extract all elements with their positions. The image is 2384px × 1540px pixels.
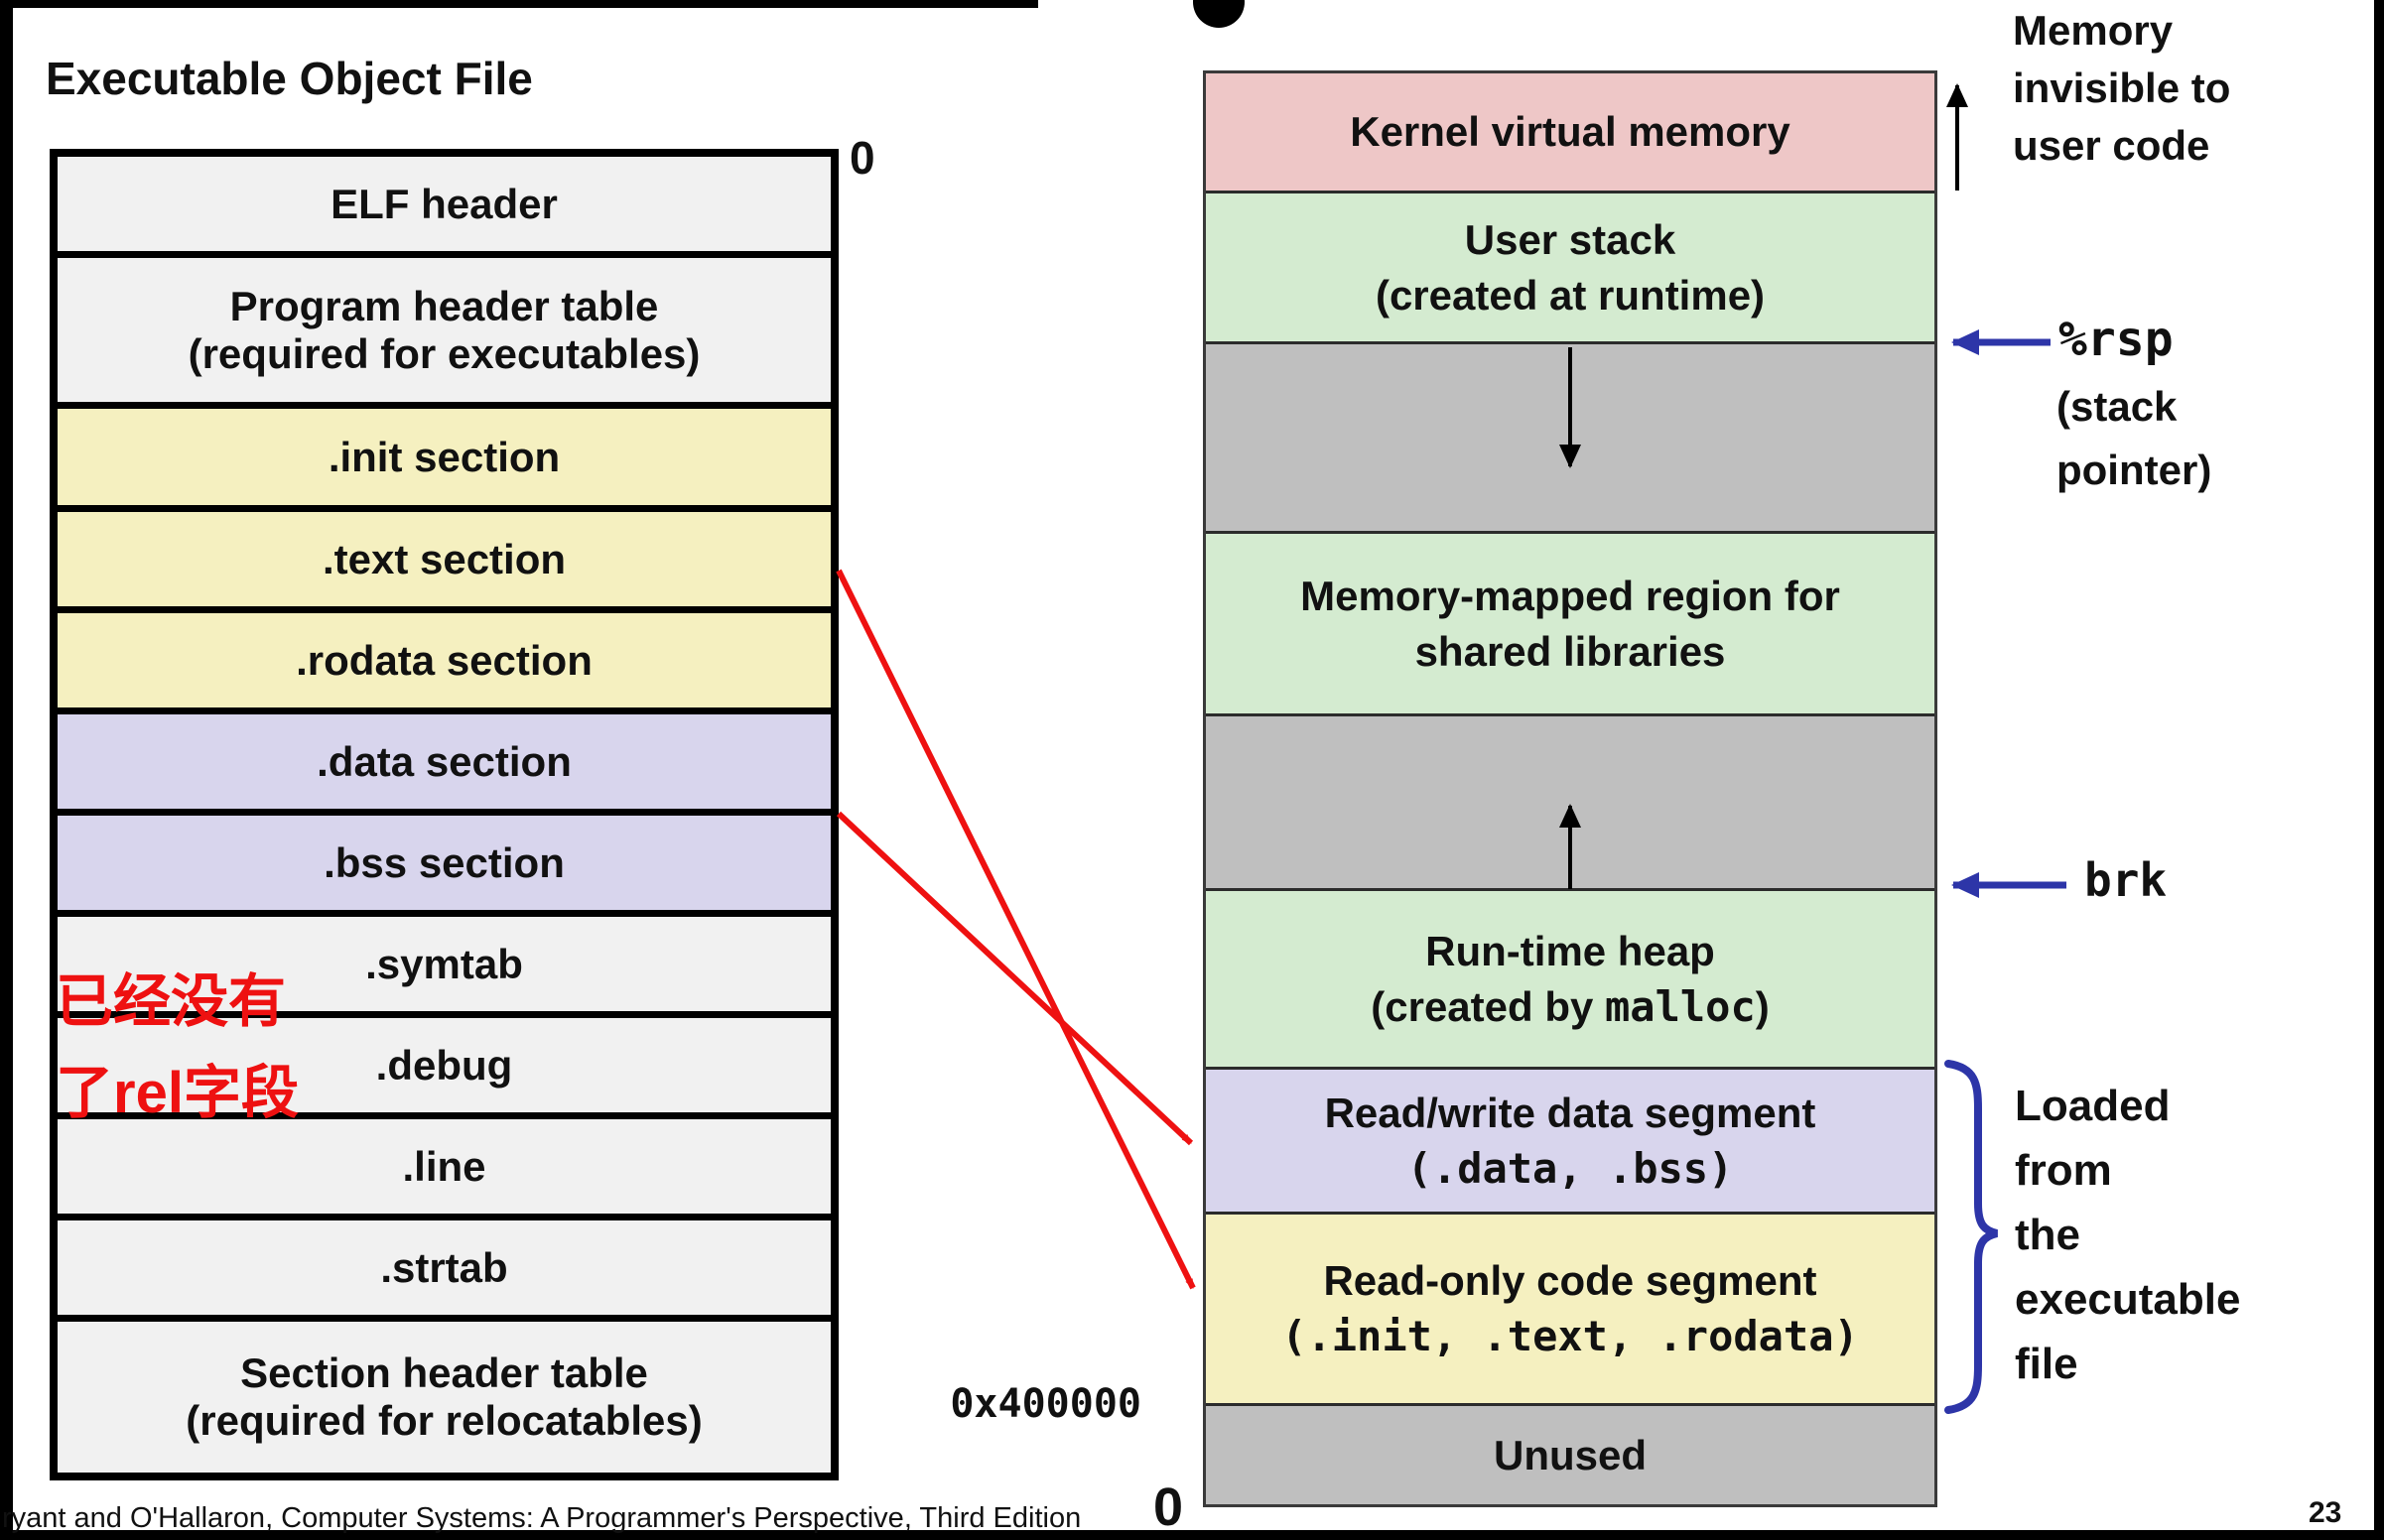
- section-bss: .bss section: [58, 809, 831, 910]
- region-user-stack: User stack (created at runtime): [1206, 191, 1934, 341]
- address-0x400000-label: 0x400000: [950, 1381, 1141, 1427]
- section-rodata: .rodata section: [58, 606, 831, 707]
- section-elf-header: ELF header: [58, 157, 831, 251]
- window-border-left: [0, 0, 13, 1540]
- window-border-bottom: [0, 1530, 2384, 1540]
- rsp-register-label: %rsp: [2058, 312, 2174, 367]
- section-label: .init section: [328, 433, 561, 480]
- section-label: .line: [402, 1142, 486, 1190]
- region-runtime-heap: Run-time heap (created by malloc): [1206, 888, 1934, 1067]
- region-label: Memory-mapped region for: [1300, 572, 1840, 619]
- section-init: .init section: [58, 402, 831, 505]
- section-label: .data section: [317, 737, 572, 785]
- section-label: .strtab: [380, 1243, 508, 1291]
- region-unallocated-stack-gap: [1206, 341, 1934, 531]
- section-strtab: .strtab: [58, 1214, 831, 1315]
- memory-invisible-line: user code: [2013, 122, 2210, 169]
- section-header-table: Section header table (required for reloc…: [58, 1315, 831, 1473]
- region-label: Run-time heap: [1425, 927, 1715, 974]
- region-label: Read/write data segment: [1324, 1089, 1816, 1136]
- heap-sub-suffix: ): [1755, 982, 1770, 1030]
- stack-pointer-note: (stack pointer): [2056, 375, 2211, 502]
- stack-pointer-note-line: pointer): [2056, 447, 2212, 493]
- object-file-box: ELF header Program header table (require…: [50, 149, 839, 1480]
- section-symtab: .symtab: [58, 910, 831, 1011]
- slide-page-number: 23: [2309, 1496, 2342, 1529]
- section-label: .symtab: [365, 940, 523, 987]
- section-program-header-table: Program header table (required for execu…: [58, 251, 831, 402]
- section-debug: .debug: [58, 1011, 831, 1112]
- chinese-note-line2: 了rel字段: [56, 1061, 299, 1125]
- object-file-offset-zero-label: 0: [850, 132, 875, 184]
- region-label: Kernel virtual memory: [1350, 108, 1790, 155]
- region-label: Unused: [1493, 1431, 1647, 1478]
- memory-invisible-line: invisible to: [2013, 64, 2231, 111]
- region-label: Read-only code segment: [1323, 1257, 1817, 1304]
- brk-pointer-label: brk: [2084, 853, 2168, 907]
- stack-pointer-note-line: (stack: [2056, 383, 2178, 430]
- object-file-title: Executable Object File: [46, 53, 533, 104]
- virtual-memory-box: Kernel virtual memory User stack (create…: [1203, 70, 1937, 1507]
- section-label: Program header table: [229, 282, 659, 329]
- section-label: .debug: [375, 1041, 513, 1089]
- window-border-right: [2374, 0, 2384, 1540]
- heap-sub-malloc: malloc: [1605, 981, 1756, 1031]
- loaded-segments-brace-icon: [1944, 1060, 1999, 1414]
- section-sublabel: (required for relocatables): [186, 1397, 703, 1444]
- region-unused: Unused: [1206, 1403, 1934, 1504]
- loaded-note-line: Loaded: [2015, 1082, 2171, 1130]
- region-sublabel: (created by malloc): [1371, 979, 1769, 1035]
- region-ro-code-segment: Read-only code segment (.init, .text, .r…: [1206, 1212, 1934, 1403]
- loaded-from-executable-note: Loaded from the executable file: [2015, 1074, 2240, 1396]
- window-border-top: [0, 0, 1038, 8]
- loaded-note-line: from: [2015, 1146, 2112, 1195]
- region-rw-data-segment: Read/write data segment (.data, .bss): [1206, 1067, 1934, 1212]
- region-sublabel: (.data, .bss): [1406, 1143, 1734, 1193]
- section-sublabel: (required for executables): [188, 329, 701, 377]
- section-label: .rodata section: [296, 636, 593, 684]
- section-label: Section header table: [240, 1349, 648, 1396]
- memory-invisible-line: Memory: [2013, 7, 2174, 54]
- bss-section-to-rwdata-arrow-icon: [836, 811, 1194, 1146]
- region-label: User stack: [1464, 215, 1676, 263]
- section-text: .text section: [58, 505, 831, 606]
- region-sublabel: (.init, .text, .rodata): [1281, 1312, 1859, 1360]
- region-sublabel: shared libraries: [1414, 627, 1726, 675]
- section-label: .bss section: [324, 838, 565, 886]
- cropped-title-glyph: [1193, 0, 1245, 28]
- attribution-footer: ryant and O'Hallaron, Computer Systems: …: [2, 1502, 1082, 1534]
- region-sublabel: (created at runtime): [1375, 271, 1766, 319]
- chinese-note-line1: 已经没有: [56, 969, 287, 1034]
- address-zero-label: 0: [1153, 1477, 1184, 1537]
- text-section-to-rocode-arrow-icon: [836, 569, 1196, 1290]
- memory-invisible-note: Memory invisible to user code: [2013, 2, 2230, 175]
- section-label: .text section: [322, 535, 567, 582]
- loaded-note-line: the: [2015, 1211, 2080, 1259]
- section-label: ELF header: [331, 180, 558, 227]
- loaded-note-line: executable: [2015, 1275, 2241, 1324]
- section-data: .data section: [58, 707, 831, 809]
- region-kernel-virtual-memory: Kernel virtual memory: [1206, 73, 1934, 191]
- section-line: .line: [58, 1112, 831, 1214]
- region-unallocated-heap-gap: [1206, 713, 1934, 888]
- heap-sub-prefix: (created by: [1371, 982, 1606, 1030]
- region-memory-mapped: Memory-mapped region for shared librarie…: [1206, 531, 1934, 713]
- loaded-note-line: file: [2015, 1340, 2078, 1388]
